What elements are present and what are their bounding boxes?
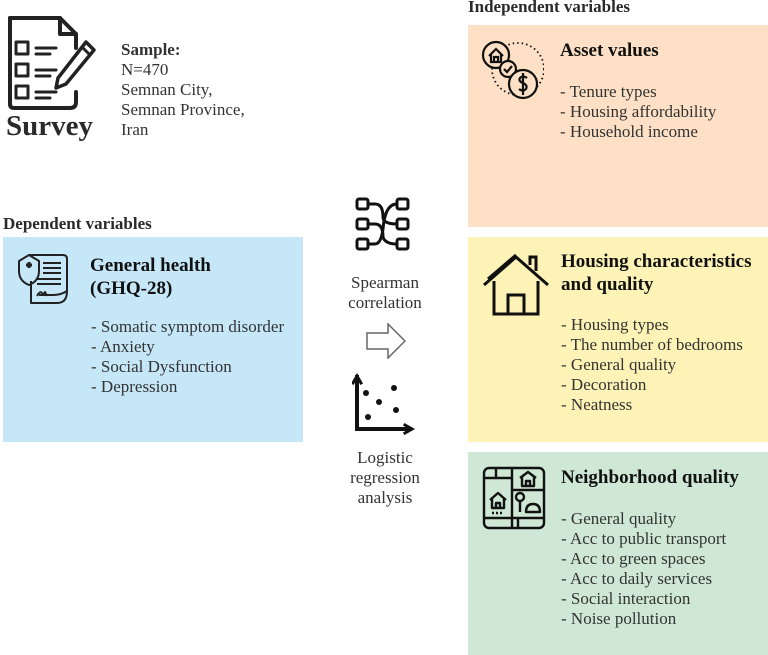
list-item: - Acc to daily services [561,569,713,588]
housing-characteristics-box: Housing characteristics and quality - Ho… [468,237,768,442]
list-item: - Depression [91,377,178,396]
title-line: Asset values [560,40,659,61]
list-item: - Somatic symptom disorder [91,317,285,336]
sample-line: Iran [121,120,149,139]
survey-label: Survey [6,110,93,142]
spearman-label: Spearman correlation [330,273,440,313]
list-item: - Tenure types [560,82,657,101]
list-item: - Social Dysfunction [91,357,232,376]
neighborhood-quality-items: - General quality - Acc to public transp… [561,509,726,629]
right-arrow-icon [366,322,407,364]
label-line: Spearman [351,273,419,292]
list-item: - Housing affordability [560,102,717,121]
neighborhood-quality-title: Neighborhood quality [561,466,739,489]
list-item: - Noise pollution [561,609,677,628]
housing-characteristics-items: - Housing types - The number of bedrooms… [561,315,743,415]
asset-values-title: Asset values [560,39,659,62]
asset-house-dollar-icon [480,39,545,110]
neighborhood-map-icon [482,466,546,535]
sample-line: Semnan City, [121,80,213,99]
list-item: - Neatness [561,395,633,414]
house-icon [482,251,552,322]
sample-line: Semnan Province, [121,100,245,119]
dependent-variables-title: Dependent variables [3,214,152,233]
sample-info: Sample: N=470 Semnan City, Semnan Provin… [121,40,245,140]
label-line: regression [350,468,420,487]
list-item: - Acc to public transport [561,529,727,548]
list-item: - General quality [561,355,677,374]
general-health-items: - Somatic symptom disorder - Anxiety - S… [91,317,284,397]
list-item: - General quality [561,509,677,528]
general-health-title: General health (GHQ-28) [90,254,211,300]
title-line: Housing characteristics [561,251,752,272]
list-item: - Housing types [561,315,669,334]
neighborhood-quality-box: Neighborhood quality - General quality -… [468,452,768,655]
asset-values-box: Asset values - Tenure types - Housing af… [468,25,768,227]
list-item: - Decoration [561,375,647,394]
list-item: - Household income [560,122,698,141]
scatter-plot-icon [350,372,416,440]
label-line: analysis [357,488,413,507]
sample-line: N=470 [121,60,169,79]
list-item: - The number of bedrooms [561,335,743,354]
health-document-shield-icon [15,251,71,312]
logistic-regression-label: Logistic regression analysis [330,448,440,508]
label-line: correlation [348,293,422,312]
sample-heading: Sample: [121,40,181,59]
list-item: - Anxiety [91,337,155,356]
title-line: General health [90,255,211,276]
title-line: Neighborhood quality [561,467,739,488]
independent-variables-title: Independent variables [468,0,630,16]
general-health-box: General health (GHQ-28) - Somatic sympto… [3,237,303,442]
network-connections-icon [355,197,411,258]
title-line: and quality [561,274,654,295]
label-line: Logistic [357,448,413,467]
title-line: (GHQ-28) [90,278,173,299]
list-item: - Acc to green spaces [561,549,706,568]
survey-checklist-pencil-icon [4,12,100,112]
asset-values-items: - Tenure types - Housing affordability -… [560,82,716,142]
housing-characteristics-title: Housing characteristics and quality [561,250,752,296]
list-item: - Social interaction [561,589,691,608]
